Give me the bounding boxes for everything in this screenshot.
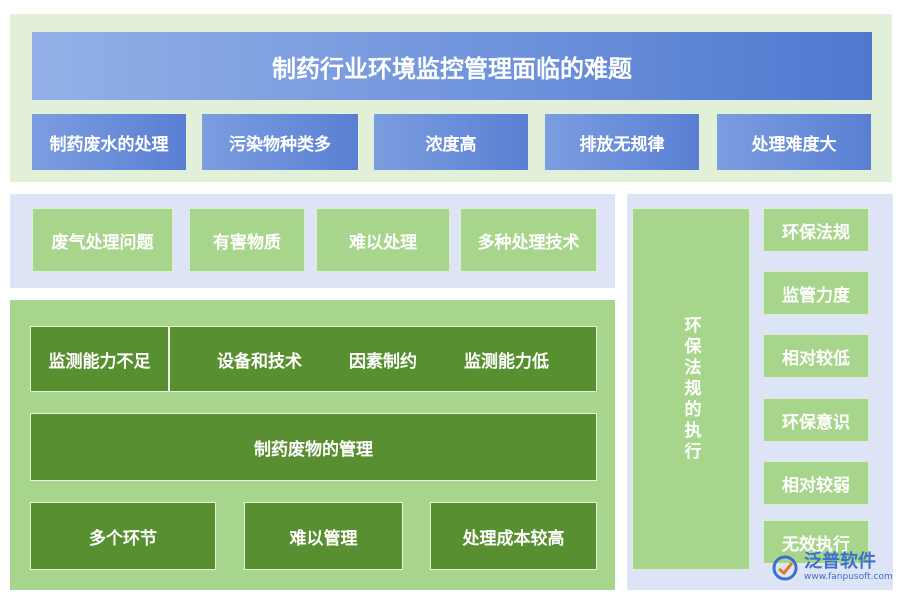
law-item-4: 环保意识 [763,398,869,442]
monitor-right: 设备和技术 因素制约 监测能力低 [169,326,597,392]
watermark-brand: 泛普软件 [804,551,876,572]
monitor-left: 监测能力不足 [30,326,169,392]
top-item-5: 处理难度大 [717,114,871,170]
gas-item-2: 有害物质 [189,208,305,272]
diagram-title: 制药行业环境监控管理面临的难题 [32,32,872,100]
waste-item-2: 难以管理 [244,502,403,570]
gas-item-1: 废气处理问题 [32,208,173,272]
top-item-2: 污染物种类多 [202,114,358,170]
monitor-item-1: 设备和技术 [217,351,302,372]
law-label: 环保法规的执行 [632,208,750,570]
gas-item-3: 难以处理 [316,208,450,272]
gas-item-4: 多种处理技术 [460,208,597,272]
waste-item-1: 多个环节 [30,502,216,570]
law-item-5: 相对较弱 [763,461,869,505]
top-item-3: 浓度高 [374,114,528,170]
watermark: 泛普软件 www.fanpusoft.com [772,553,893,582]
waste-title: 制药废物的管理 [30,413,597,481]
waste-item-3: 处理成本较高 [430,502,597,570]
law-item-1: 环保法规 [763,208,869,252]
law-item-2: 监管力度 [763,271,869,315]
monitor-item-2: 因素制约 [349,351,417,372]
law-item-3: 相对较低 [763,334,869,378]
brand-logo-icon [772,555,798,580]
top-item-4: 排放无规律 [545,114,699,170]
watermark-url: www.fanpusoft.com [804,572,893,582]
top-item-1: 制药废水的处理 [32,114,186,170]
monitor-item-3: 监测能力低 [464,351,549,372]
